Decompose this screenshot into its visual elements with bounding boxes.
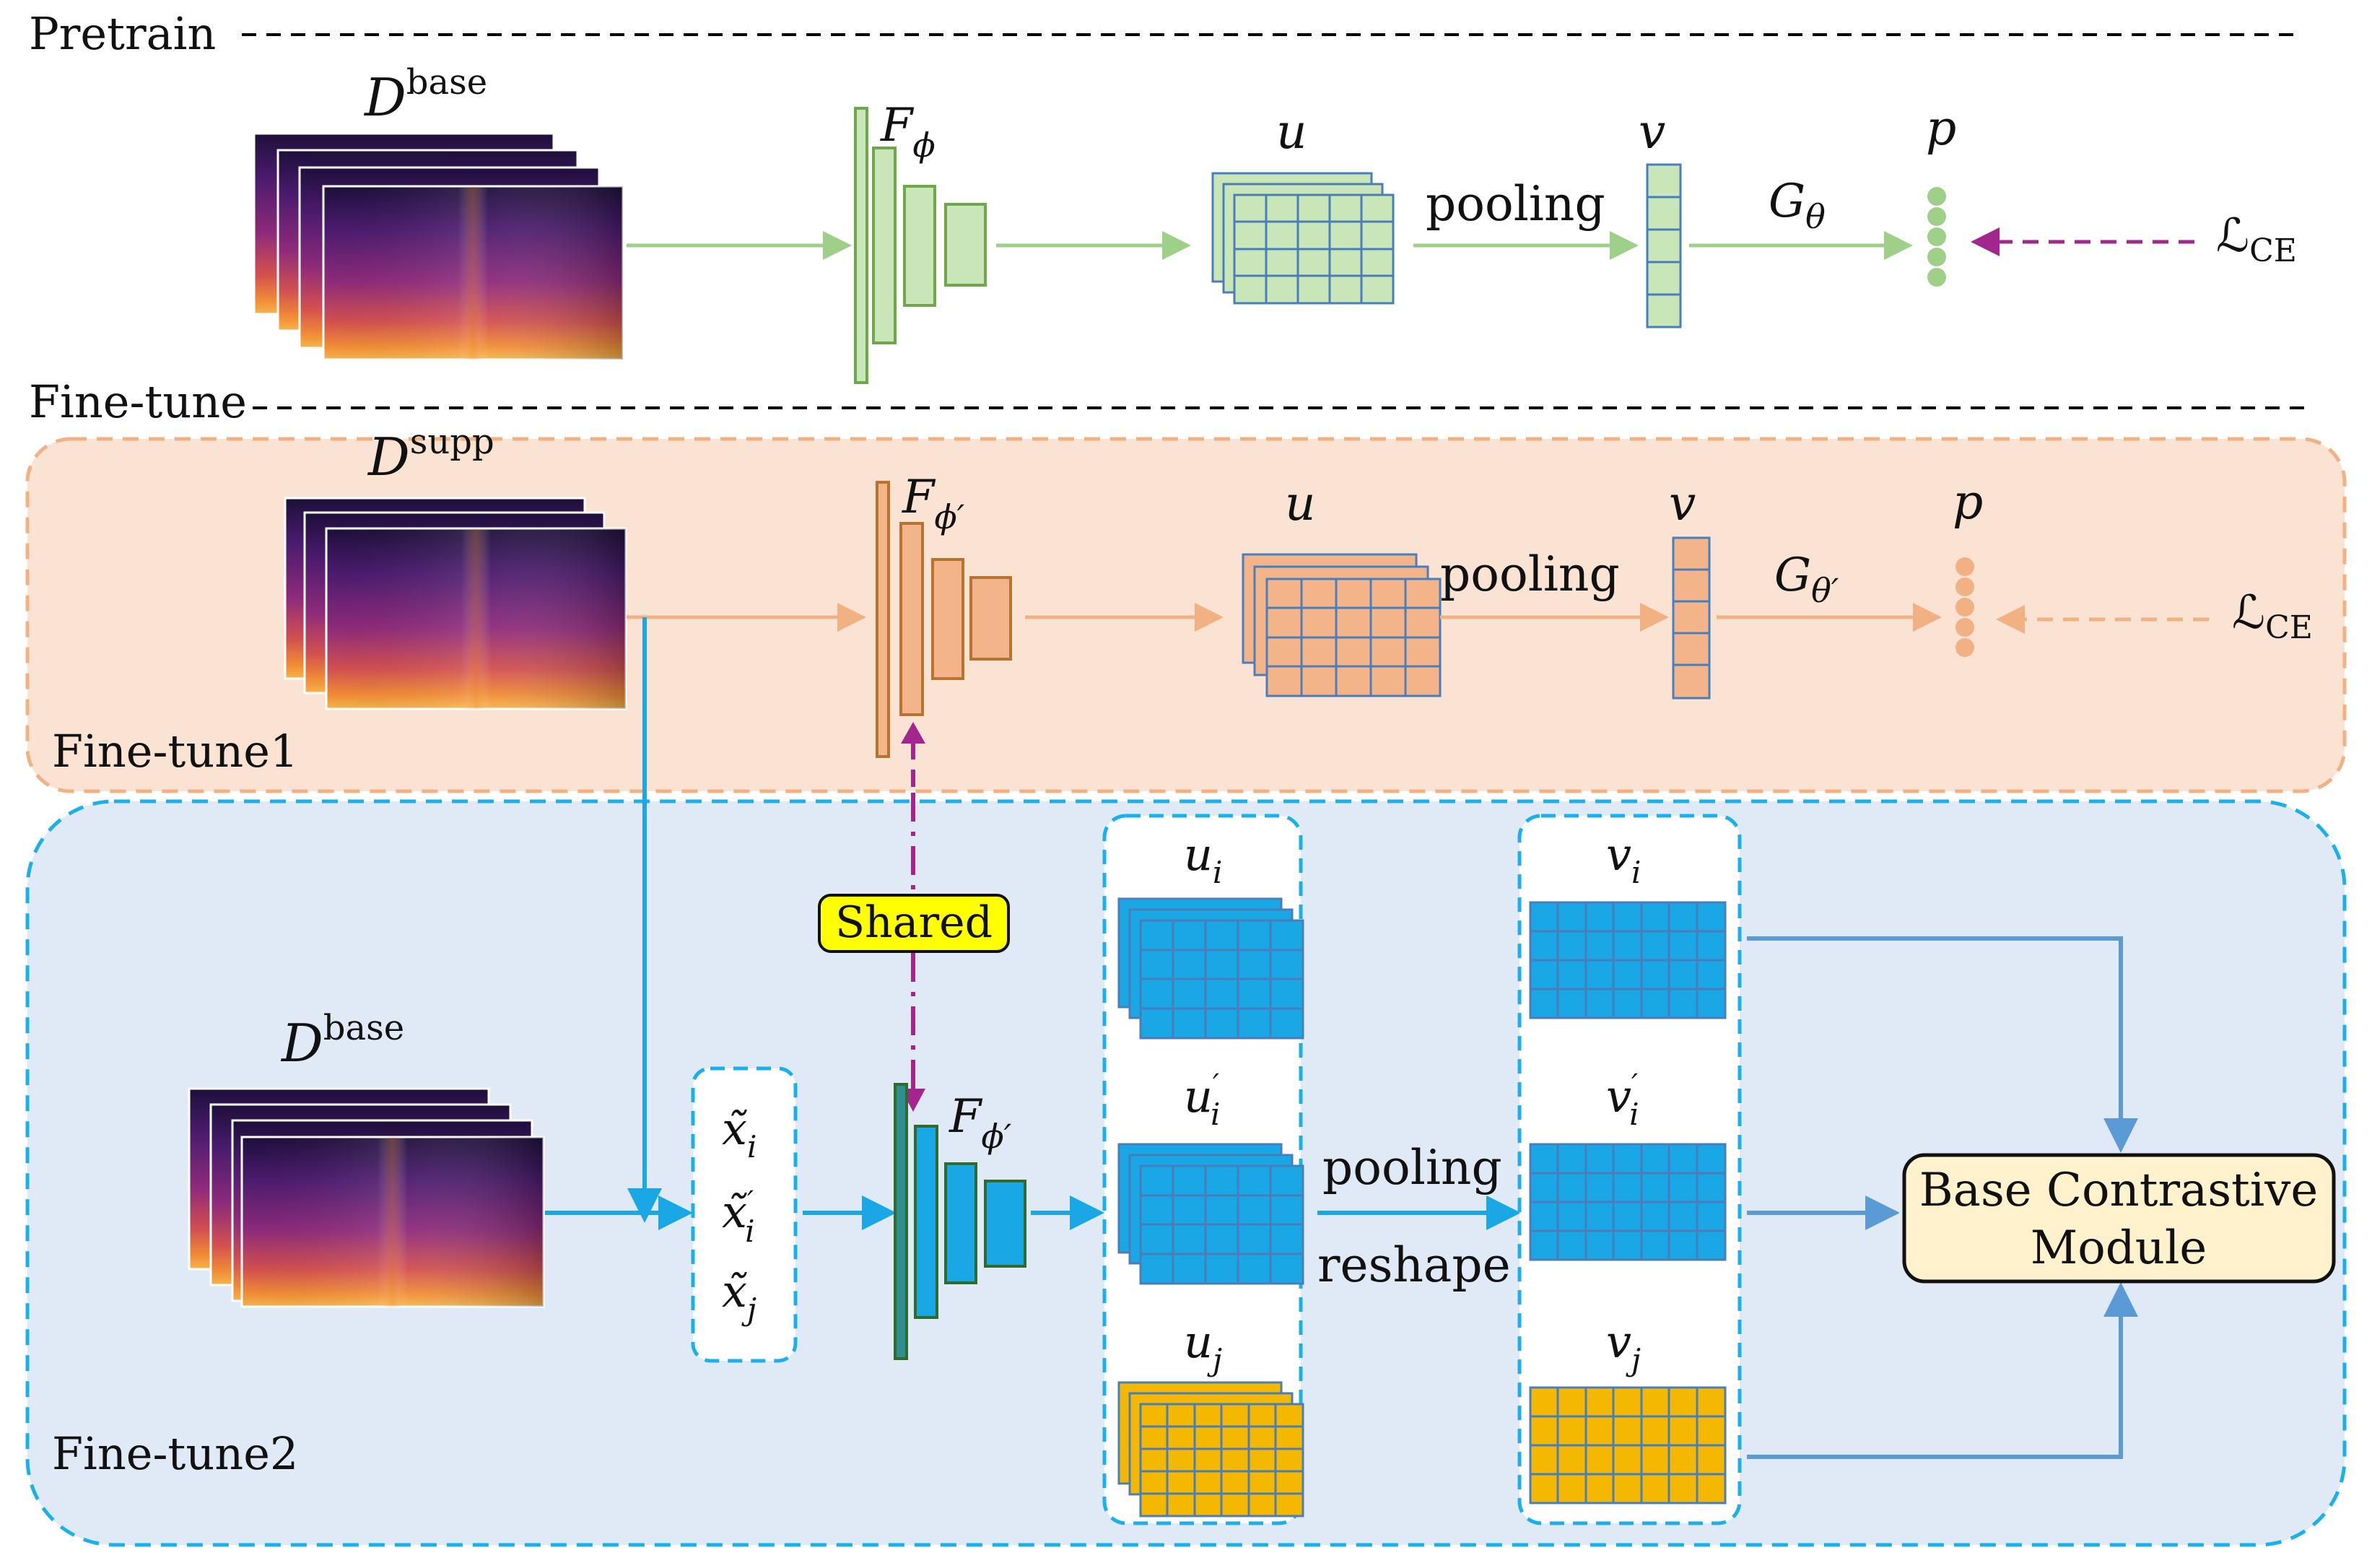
finetune1-encoder — [876, 481, 1012, 758]
finetune2-spectrogram-stack — [188, 1087, 545, 1308]
input-x-i-prime: x̃′i — [722, 1185, 755, 1249]
finetune1-prob-label: p — [1953, 474, 1983, 530]
arrow-v-i-to-module — [1747, 936, 2138, 1153]
finetune1-feature-label: u — [1285, 476, 1316, 531]
finetune2-encoder-label: Fϕ′ — [949, 1090, 1012, 1156]
vector-grid-v-i — [1529, 901, 1727, 1019]
finetune1-section: Fine-tune1 Dsupp Fϕ′ u — [25, 422, 2347, 793]
finetune1-loss-label: ℒCE — [2232, 586, 2313, 646]
feature-map-u-j — [1117, 1381, 1304, 1517]
base-contrastive-module — [1902, 1153, 2336, 1284]
pretrain-prob-label: p — [1926, 100, 1956, 156]
input-x-i: x̃i — [722, 1102, 756, 1164]
finetune2-inputs: x̃i x̃′i x̃j — [722, 1102, 756, 1327]
finetune1-vector-label: v — [1669, 476, 1696, 531]
pretrain-head-label: Gθ — [1769, 175, 1826, 236]
pretrain-vector — [1646, 163, 1682, 328]
shared-arrowhead-up — [901, 722, 925, 744]
finetune2-vector-labels: vi v′i vj — [1606, 828, 1641, 1377]
finetune2-encoder — [894, 1083, 1026, 1360]
shared-badge — [818, 894, 1010, 953]
finetune1-pooling-label: pooling — [1440, 546, 1620, 602]
finetune2-title: Fine-tune2 — [52, 1427, 298, 1480]
feature-u-i-prime: u′i — [1184, 1068, 1220, 1132]
module-label-line1: Base Contrastive — [1919, 1164, 2319, 1217]
finetune2-reshape-label: reshape — [1317, 1237, 1511, 1293]
pretrain-feature-grid — [1234, 195, 1393, 303]
feature-u-j: uj — [1184, 1315, 1222, 1377]
vector-grid-v-j — [1529, 1386, 1727, 1504]
pretrain-section: Pretrain Dbase Fϕ u — [29, 7, 2297, 384]
finetune1-spectrogram-stack — [284, 497, 627, 710]
vector-grid-v-i-prime — [1529, 1143, 1727, 1261]
pretrain-prob-dots — [1927, 187, 1946, 287]
pretrain-encoder — [854, 107, 987, 384]
finetune2-feature-labels: ui u′i uj — [1184, 828, 1222, 1377]
pretrain-encoder-label: Fϕ — [880, 99, 936, 165]
finetune2-pooling-label: pooling — [1322, 1140, 1502, 1195]
pretrain-loss-label: ℒCE — [2216, 209, 2297, 269]
finetune1-dataset-label: Dsupp — [367, 422, 494, 487]
finetune1-title: Fine-tune1 — [52, 725, 298, 778]
pretrain-vector-label: v — [1639, 104, 1665, 160]
finetune2-dataset-label: Dbase — [280, 1008, 404, 1073]
vector-v-i: vi — [1606, 828, 1641, 890]
shared-label: Shared — [835, 897, 993, 948]
feature-map-u-i-prime — [1117, 1143, 1304, 1285]
finetune1-vector — [1672, 536, 1711, 700]
finetune1-feature-map — [1242, 553, 1442, 697]
pretrain-pooling-label: pooling — [1426, 176, 1605, 232]
finetune1-prob-dots — [1955, 557, 1974, 657]
finetune2-section: Fine-tune2 Dbase x̃i x̃′i x̃j — [25, 617, 2347, 1547]
pretrain-title: Pretrain — [29, 7, 216, 60]
feature-u-i: ui — [1184, 828, 1222, 890]
module-label-line2: Module — [2031, 1221, 2207, 1275]
finetune1-head-label: Gθ′ — [1774, 549, 1839, 610]
finetune1-encoder-label: Fϕ′ — [902, 471, 965, 536]
finetune-title: Fine-tune — [29, 375, 247, 428]
pretrain-spectrogram-stack — [253, 132, 624, 361]
arrow-v-j-to-module — [1747, 1282, 2138, 1459]
feature-map-u-i — [1117, 897, 1304, 1040]
pretrain-feature-map — [1211, 172, 1395, 305]
vector-v-i-prime: v′i — [1606, 1068, 1639, 1132]
pretrain-dataset-label: Dbase — [363, 62, 487, 128]
finetune2-inputs-box — [691, 1066, 798, 1363]
pretrain-feature-label: u — [1276, 104, 1307, 160]
